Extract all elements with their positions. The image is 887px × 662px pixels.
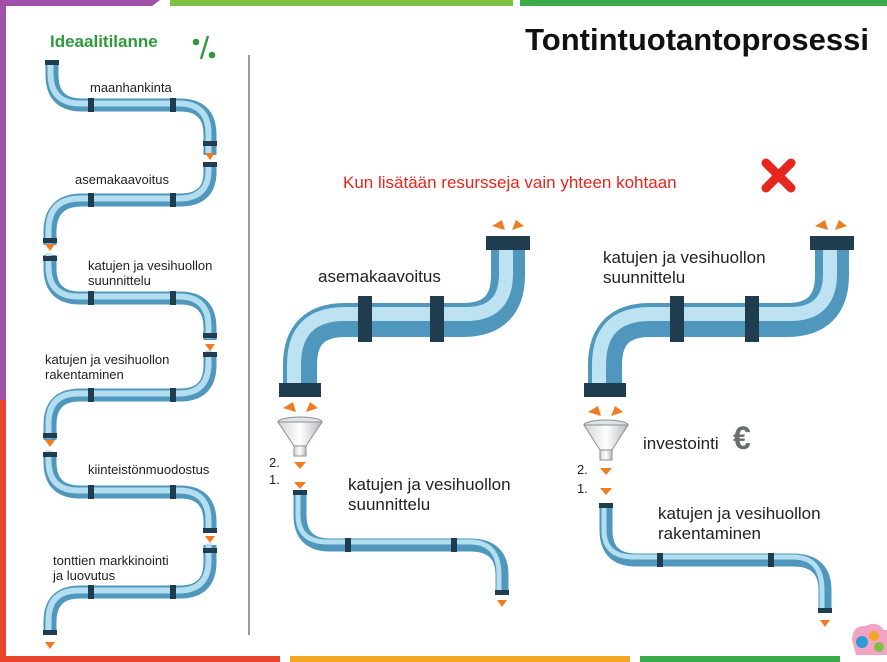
funnel-icon [583,419,629,461]
scenario1-lower-label: katujen ja vesihuollon suunnittelu [348,475,511,514]
percent-icon [192,35,216,60]
euro-icon: € [733,420,751,456]
warning-text: Kun lisätään resursseja vain yhteen koht… [343,173,677,192]
scenario2-order-2: 2. [577,462,588,477]
ideal-pipe [43,60,217,649]
ideal-step-3: katujen ja vesihuollon suunnittelu [88,258,213,288]
scenario1-order-2: 2. [269,455,280,470]
scenario2-upper-pipe [584,236,854,397]
scenario1-upper-label: asemakaavoitus [318,267,441,286]
ideal-step-4: katujen ja vesihuollon rakentaminen [45,352,170,382]
ideal-step-5: kiinteistönmuodostus [88,462,210,477]
ideal-step-2: asemakaavoitus [75,172,169,187]
ideal-title: Ideaalitilanne [50,32,158,51]
scenario2-lower-label: katujen ja vesihuollon rakentaminen [658,504,821,543]
page-title: Tontintuotantoprosessi [525,22,869,57]
scenario2-arrows [588,220,847,495]
scenario2-upper-label: katujen ja vesihuollon suunnittelu [603,248,766,287]
ideal-step-6: tonttien markkinointi ja luovutus [53,553,169,583]
scenario1-order-1: 1. [269,472,280,487]
scenario1-arrows [283,220,524,489]
funnel-icon [277,416,323,457]
arrow-down-icon [820,620,830,627]
scenario1-lower-pipe [293,490,509,607]
logo-icon [852,623,887,655]
scenario2-order-1: 1. [577,481,588,496]
scenario2-lower-pipe [599,503,832,627]
scenario2-middle-label: investointi [643,434,719,453]
arrow-down-icon [497,600,507,607]
red-x-icon [761,158,796,193]
ideal-step-1: maanhankinta [90,80,172,95]
scenario1-upper-pipe [279,236,530,397]
